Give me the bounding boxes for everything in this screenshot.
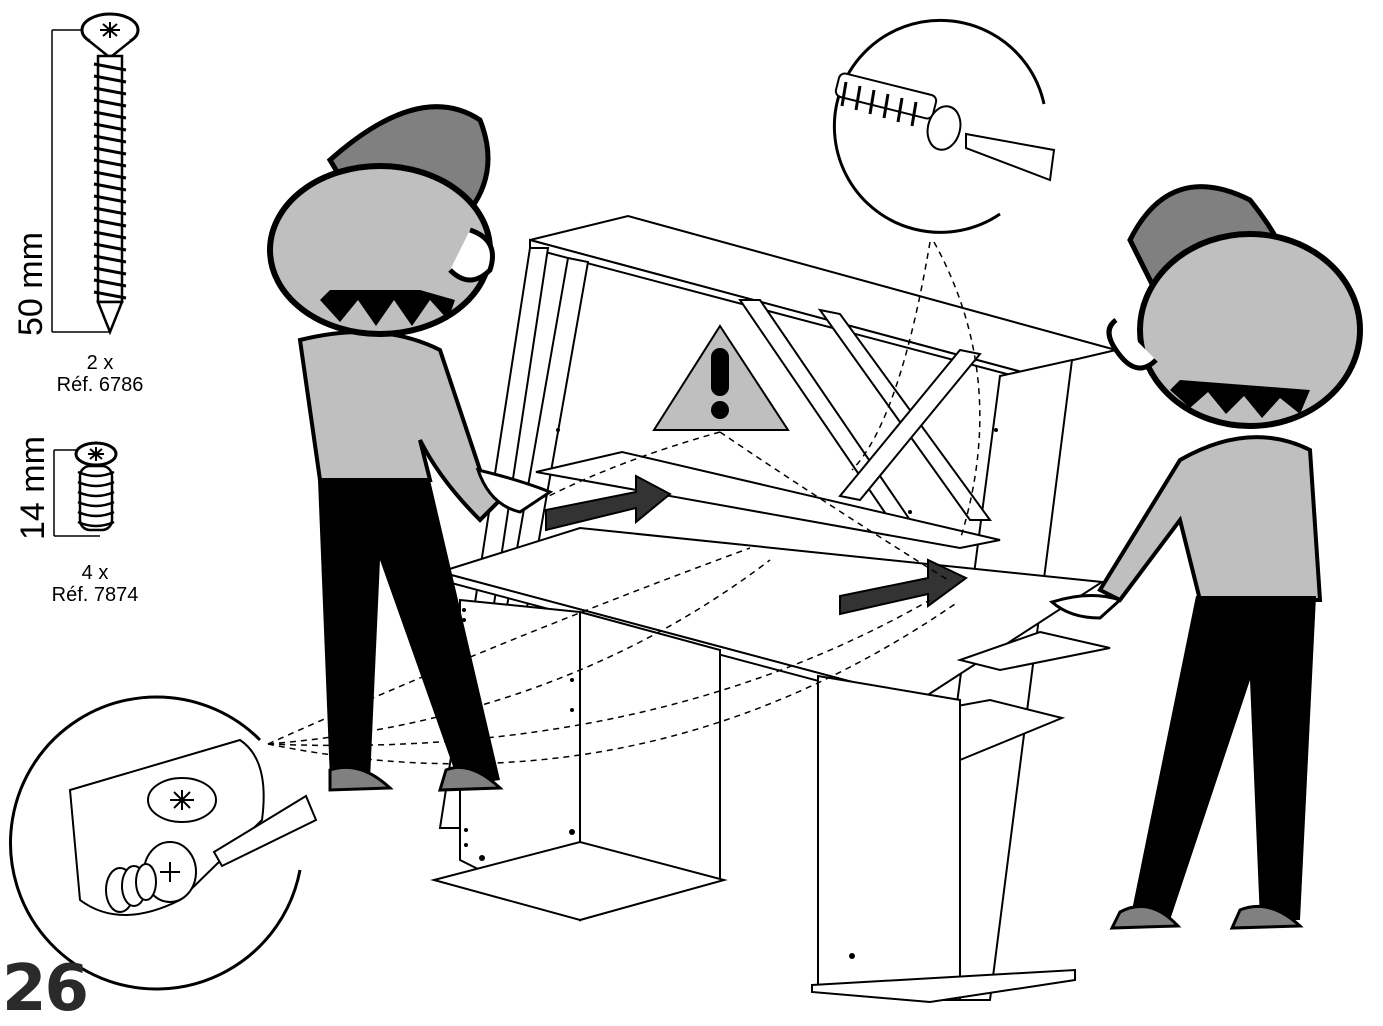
worker-right (1052, 187, 1360, 928)
screwdriver-insert-screw-detail (834, 20, 1054, 232)
cam-lock-tighten-detail (11, 697, 316, 989)
step-number: 26 (2, 957, 87, 1021)
desk-frame (434, 216, 1116, 1002)
